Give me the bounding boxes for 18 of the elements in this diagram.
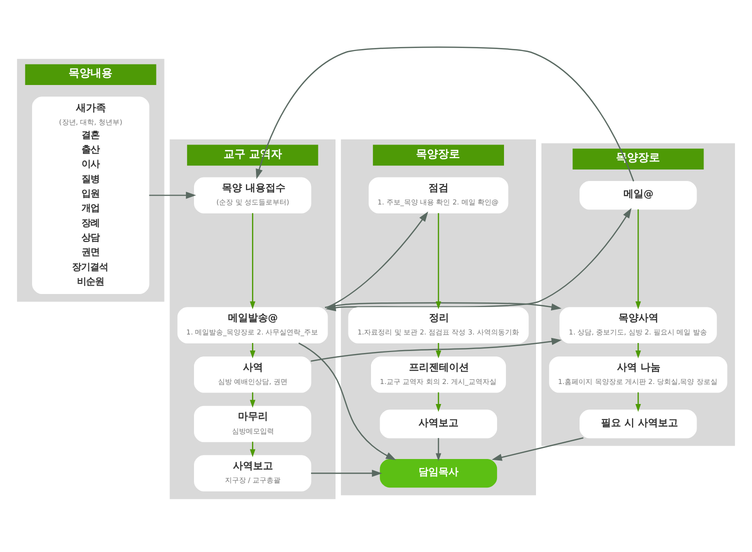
arrow <box>635 209 641 310</box>
arrow <box>326 212 428 308</box>
arrow <box>310 338 562 362</box>
node-box: 메일@ <box>580 181 697 210</box>
node-box: 사역보고 <box>380 410 498 438</box>
arrow <box>256 46 634 182</box>
arrow <box>311 470 382 477</box>
arrow <box>250 213 256 310</box>
arrow <box>149 192 196 199</box>
arrow <box>492 437 584 461</box>
arrow <box>436 213 442 310</box>
node-box: 담임목사 <box>380 459 498 488</box>
arrow <box>436 392 442 412</box>
arrow <box>436 438 442 462</box>
arrow <box>635 392 641 412</box>
arrow <box>635 343 641 358</box>
node-box: 필요 시 사역보고 <box>580 410 697 438</box>
arrow <box>298 342 396 460</box>
